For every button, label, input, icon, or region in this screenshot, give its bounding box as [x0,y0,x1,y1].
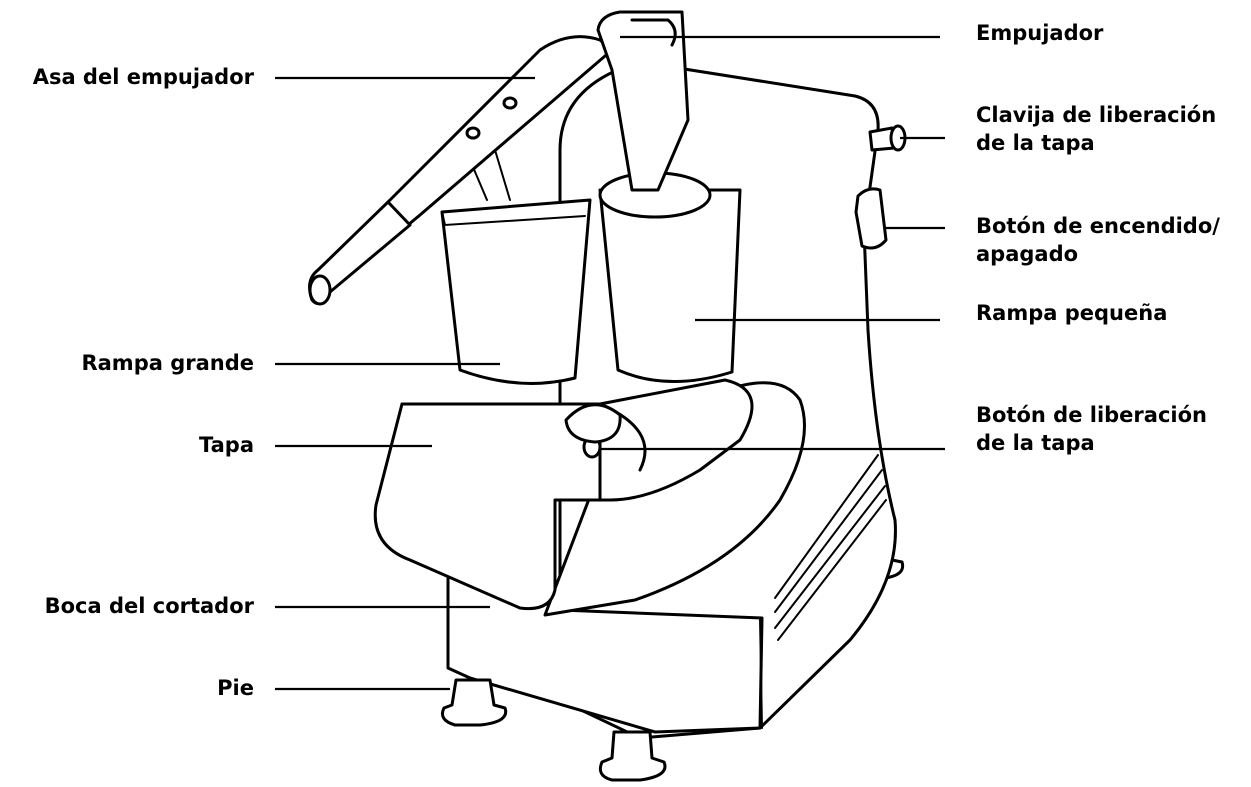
label-pie: Pie [217,676,254,700]
label-boton-encendido-line1: Botón de encendido/ [976,214,1220,238]
front-foot-left [440,678,508,727]
label-boca-del-cortador: Boca del cortador [44,594,254,618]
label-boton-encendido-line2: apagado [976,242,1079,266]
small-chute [598,171,742,384]
label-tapa: Tapa [199,433,254,457]
label-boton-liberacion-line2: de la tapa [976,431,1095,455]
label-rampa-pequena: Rampa pequeña [976,301,1168,325]
label-clavija-line2: de la tapa [976,131,1095,155]
label-empujador: Empujador [976,21,1104,45]
machine-illustration [308,10,907,782]
label-rampa-grande: Rampa grande [81,351,254,375]
power-button [854,187,888,250]
lid-release-knob [564,403,622,459]
vent-slots [774,454,887,641]
label-boton-liberacion-line1: Botón de liberación [976,403,1207,427]
front-foot-center [598,730,667,782]
leader-lines [275,35,945,691]
lid-release-pin [868,124,907,152]
label-clavija-line1: Clavija de liberación [976,103,1217,127]
pusher-handle [308,35,614,306]
label-asa-del-empujador: Asa del empujador [32,65,254,89]
pusher [596,10,690,192]
